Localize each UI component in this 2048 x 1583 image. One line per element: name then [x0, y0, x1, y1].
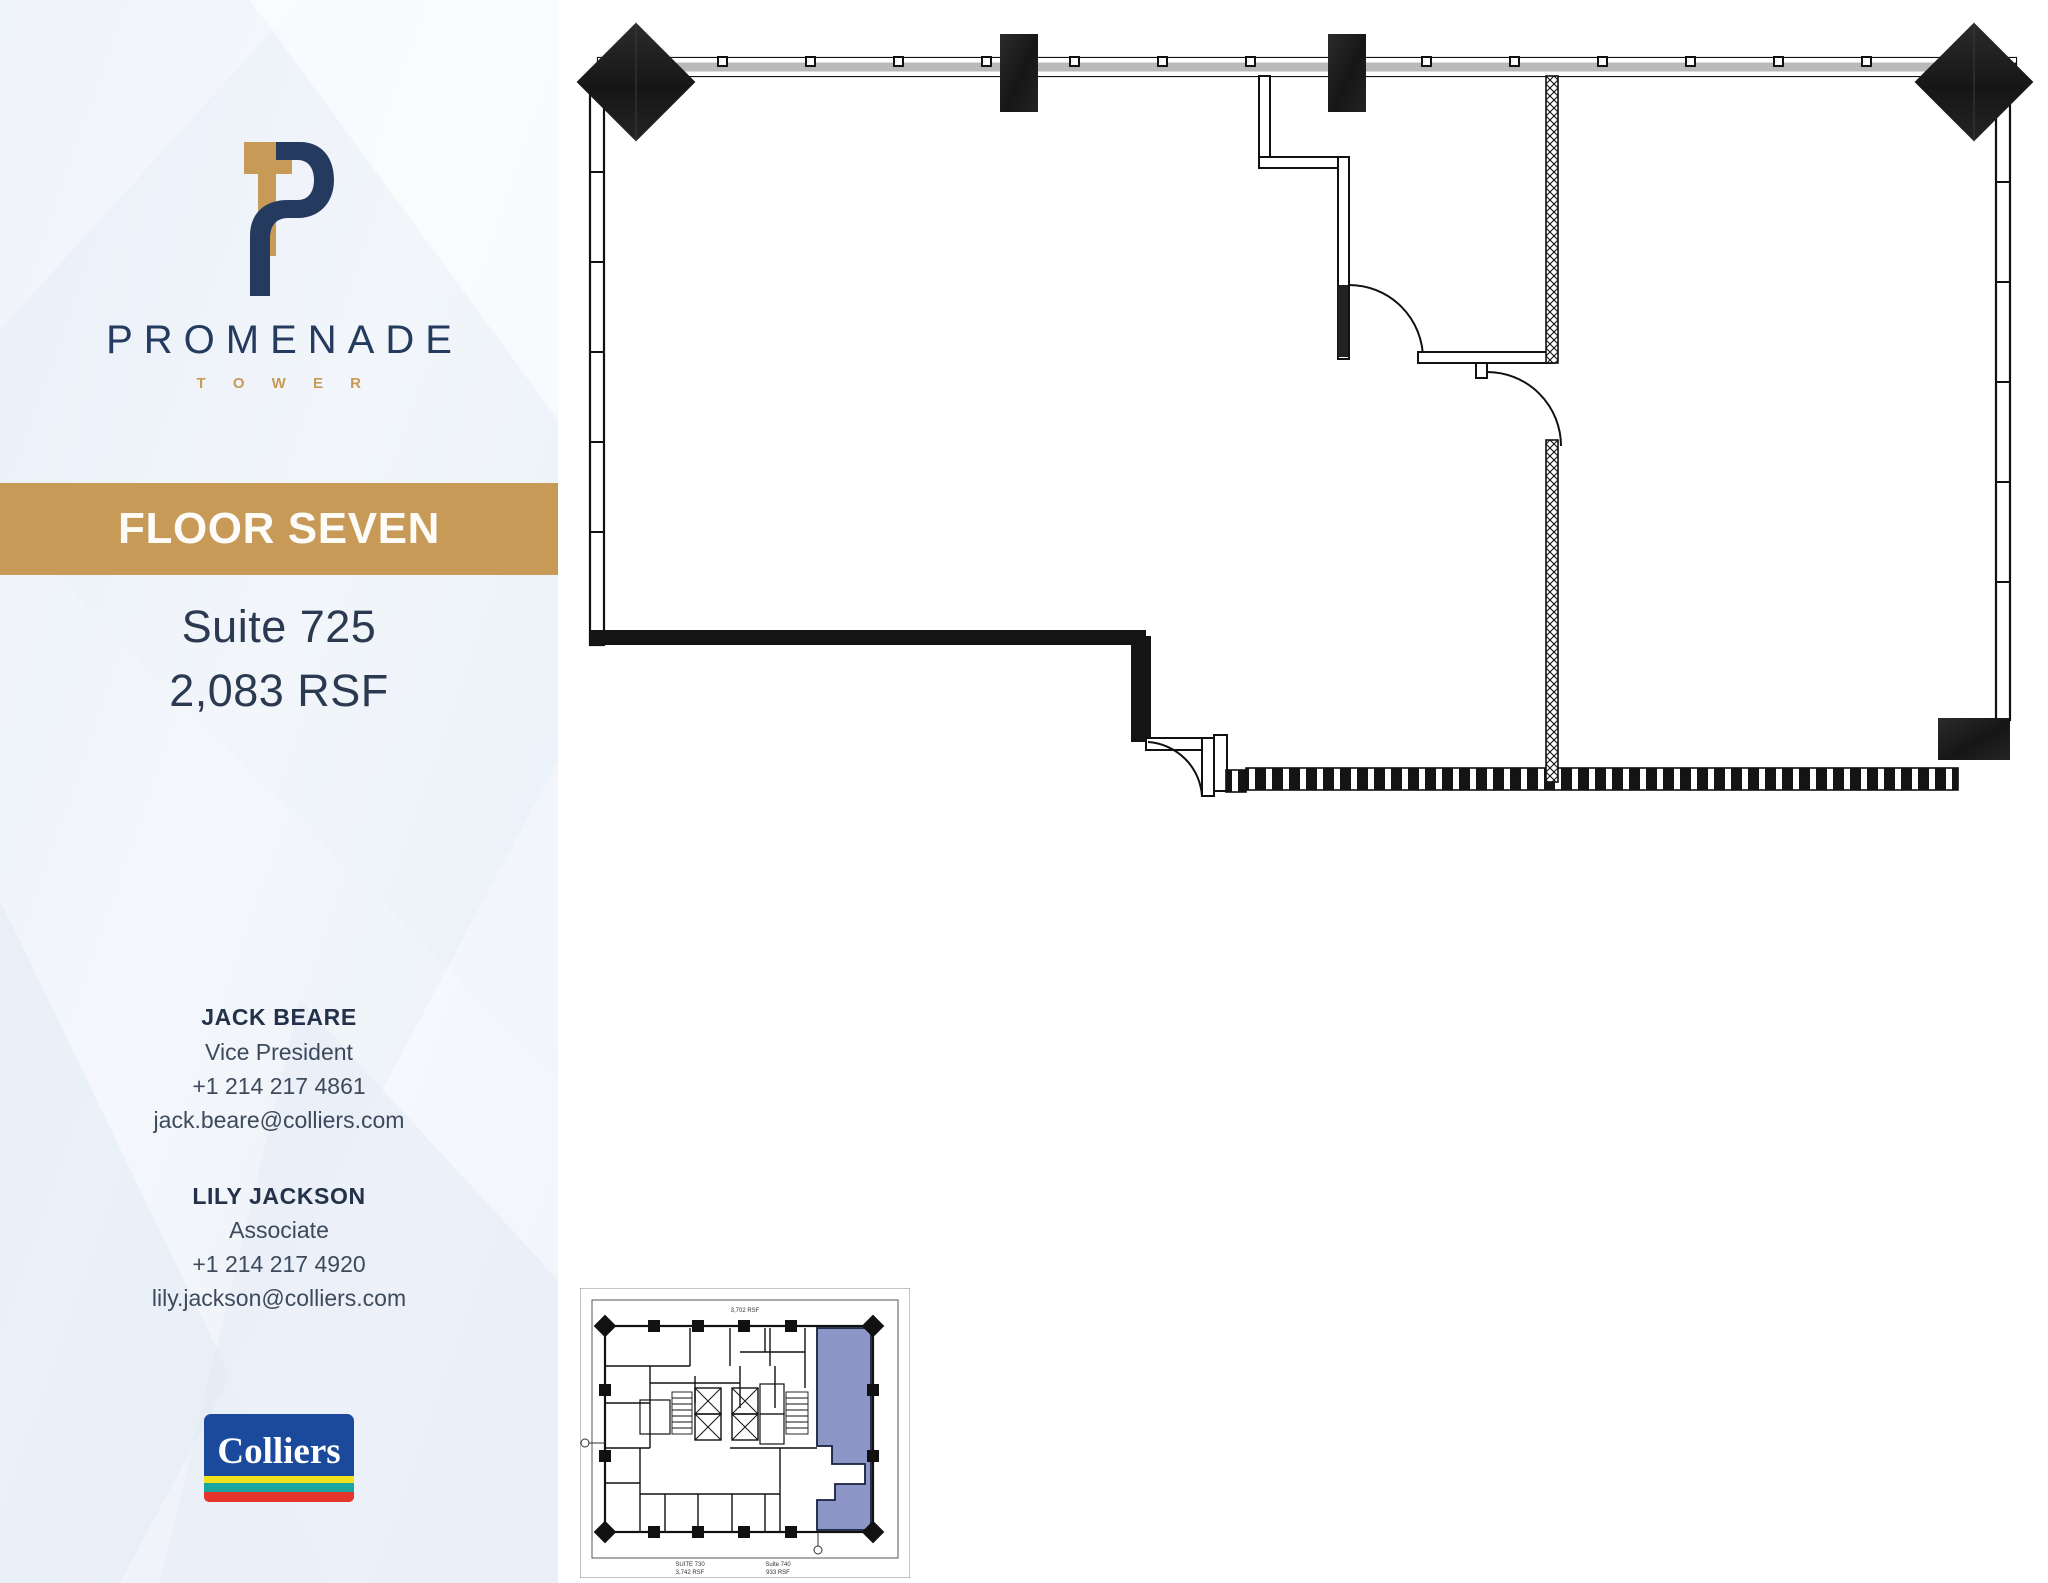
- main-content: 3,702 RSF SUITE 730 3,742 RSF Suite 740 …: [558, 0, 2048, 1583]
- floor-label: FLOOR SEVEN: [118, 504, 440, 553]
- key-plan-top-label: 3,702 RSF: [731, 1308, 760, 1314]
- floor-banner: FLOOR SEVEN: [0, 483, 558, 575]
- plan-geometry: [576, 22, 2034, 797]
- contact-title: Associate: [229, 1217, 329, 1244]
- north-curtain-wall: [596, 56, 2018, 78]
- hatched-demising-wall-north: [1545, 75, 1559, 364]
- contact-card: JACK BEARE Vice President +1 214 217 486…: [0, 1000, 558, 1137]
- diamond-column-northeast: [1914, 22, 2034, 142]
- contact-list: JACK BEARE Vice President +1 214 217 486…: [0, 1000, 558, 1315]
- brand-logo-block: PROMENADE T O W E R: [0, 128, 558, 392]
- contact-name: JACK BEARE: [201, 1004, 357, 1030]
- key-plan-bottom-right-area: 933 RSF: [766, 1570, 790, 1576]
- contact-phone[interactable]: +1 214 217 4861: [192, 1072, 366, 1099]
- key-plan-bottom-left-label: SUITE 730: [675, 1562, 705, 1568]
- colliers-logo: Colliers: [204, 1414, 354, 1502]
- south-corridor-wall: [1225, 767, 1959, 793]
- key-plan-highlighted-suite: [816, 1327, 872, 1531]
- key-plan-columns: [599, 1320, 879, 1538]
- west-exterior-wall: [588, 78, 606, 647]
- interior-partitions: [1258, 75, 1562, 447]
- brand-name: PROMENADE: [106, 318, 463, 362]
- floor-plan-drawing: [558, 0, 2048, 1583]
- suite-entry: [1145, 734, 1228, 797]
- key-plan-grid-markers: [580, 1438, 823, 1555]
- colliers-wordmark: Colliers: [217, 1431, 340, 1472]
- key-plan-bottom-right-label: Suite 740: [765, 1562, 791, 1568]
- suite-area: 2,083 RSF: [169, 664, 389, 716]
- hatched-demising-wall-south: [1545, 439, 1559, 783]
- key-plan-floorplate: [580, 1314, 885, 1555]
- contact-name: LILY JACKSON: [192, 1182, 366, 1209]
- suite-number: Suite 725: [181, 601, 377, 652]
- structural-columns: [1000, 34, 2010, 760]
- key-plan: 3,702 RSF SUITE 730 3,742 RSF Suite 740 …: [580, 1288, 910, 1578]
- contact-phone[interactable]: +1 214 217 4920: [192, 1251, 366, 1278]
- key-plan-bottom-left-area: 3,742 RSF: [676, 1570, 705, 1576]
- contact-email[interactable]: lily.jackson@colliers.com: [151, 1285, 407, 1312]
- tp-monogram-icon: [244, 142, 334, 296]
- brand-subtitle: T O W E R: [196, 375, 373, 392]
- key-plan-elevator-core: [639, 1383, 809, 1445]
- sidebar: PROMENADE T O W E R FLOOR SEVEN Suite 72…: [0, 0, 558, 1583]
- south-demising-wall: [590, 630, 1151, 742]
- east-exterior-wall: [1994, 78, 2012, 722]
- contact-card: LILY JACKSON Associate +1 214 217 4920 l…: [0, 1179, 558, 1316]
- suite-info: Suite 725 2,083 RSF: [0, 595, 558, 723]
- diamond-corner-columns: [576, 22, 2034, 142]
- contact-email[interactable]: jack.beare@colliers.com: [153, 1106, 405, 1133]
- contact-title: Vice President: [205, 1038, 353, 1065]
